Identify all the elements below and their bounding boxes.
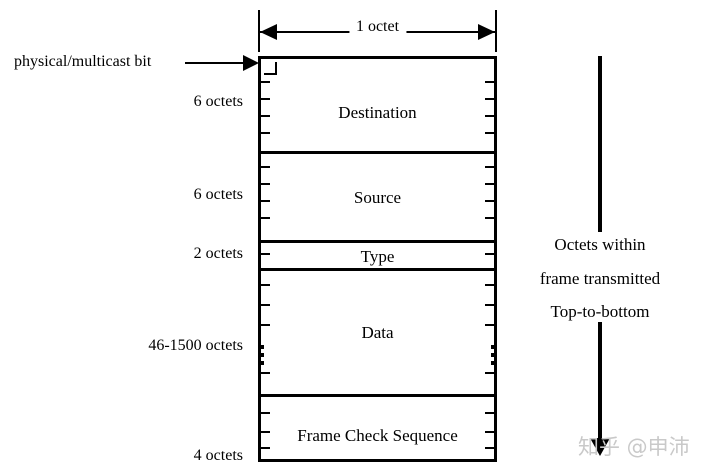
- field-label-data: Data: [361, 323, 394, 342]
- octet-tick: [261, 166, 270, 168]
- divider-destination-source: [261, 151, 494, 154]
- octet-tick: [261, 253, 270, 255]
- arrow-down-icon: [590, 438, 610, 456]
- octet-tick: [261, 372, 270, 374]
- octet-tick: [485, 431, 494, 433]
- octet-tick: [261, 132, 270, 134]
- octet-tick: [485, 217, 494, 219]
- octet-tick: [261, 324, 270, 326]
- arrow-left-icon: [260, 24, 277, 40]
- octet-tick: [261, 200, 270, 202]
- octet-tick: [261, 217, 270, 219]
- transmission-arrow-upper-shaft: [598, 56, 602, 232]
- field-label-source: Source: [353, 188, 402, 207]
- octet-tick: [485, 132, 494, 134]
- dimension-cap-right: [495, 10, 497, 52]
- size-label-data: 46-1500 octets: [148, 337, 243, 354]
- octet-tick: [485, 372, 494, 374]
- octet-tick: [485, 183, 494, 185]
- octet-tick: [485, 81, 494, 83]
- octet-tick: [485, 412, 494, 414]
- field-label-destination: Destination: [338, 103, 417, 122]
- octet-width-dimension: 1 octet: [258, 10, 497, 54]
- field-label-fcs: Frame Check Sequence: [297, 426, 458, 445]
- transmission-note-line-2: frame transmitted: [539, 269, 661, 288]
- frame-diagram-box: Destination Source Type Data Frame Check…: [258, 56, 497, 462]
- octet-tick: [261, 115, 270, 117]
- octet-tick: [485, 98, 494, 100]
- octet-tick: [261, 183, 270, 185]
- dimension-cap-left: [258, 10, 260, 52]
- size-label-fcs: 4 octets: [193, 447, 243, 464]
- length-break-mark: [261, 345, 264, 367]
- octet-tick: [485, 200, 494, 202]
- size-label-destination: 6 octets: [193, 93, 243, 110]
- divider-data-fcs: [261, 394, 494, 397]
- octet-tick: [485, 304, 494, 306]
- transmission-note-line-1: Octets within: [554, 235, 646, 254]
- octet-tick: [485, 253, 494, 255]
- dimension-label: 1 octet: [348, 17, 407, 37]
- octet-tick: [261, 431, 270, 433]
- field-label-type: Type: [360, 247, 395, 266]
- octet-tick: [261, 447, 270, 449]
- octet-tick: [261, 81, 270, 83]
- octet-tick: [261, 284, 270, 286]
- size-label-source: 6 octets: [193, 186, 243, 203]
- watermark: 知乎 @申沛: [578, 435, 690, 459]
- arrow-right-icon: [243, 55, 259, 71]
- octet-tick: [485, 166, 494, 168]
- octet-tick: [485, 447, 494, 449]
- physical-multicast-bit-marker: [264, 62, 277, 75]
- octet-tick: [261, 98, 270, 100]
- octet-tick: [485, 284, 494, 286]
- octet-tick: [261, 304, 270, 306]
- octet-tick: [261, 412, 270, 414]
- transmission-note-line-3: Top-to-bottom: [550, 302, 650, 321]
- length-break-mark: [491, 345, 494, 367]
- arrow-right-icon: [478, 24, 495, 40]
- physical-multicast-bit-label: physical/multicast bit: [14, 53, 152, 70]
- transmission-arrow-lower-shaft: [598, 322, 602, 440]
- size-label-type: 2 octets: [193, 245, 243, 262]
- callout-line: [185, 62, 247, 64]
- divider-type-data: [261, 268, 494, 271]
- divider-source-type: [261, 240, 494, 243]
- octet-tick: [485, 115, 494, 117]
- octet-tick: [485, 324, 494, 326]
